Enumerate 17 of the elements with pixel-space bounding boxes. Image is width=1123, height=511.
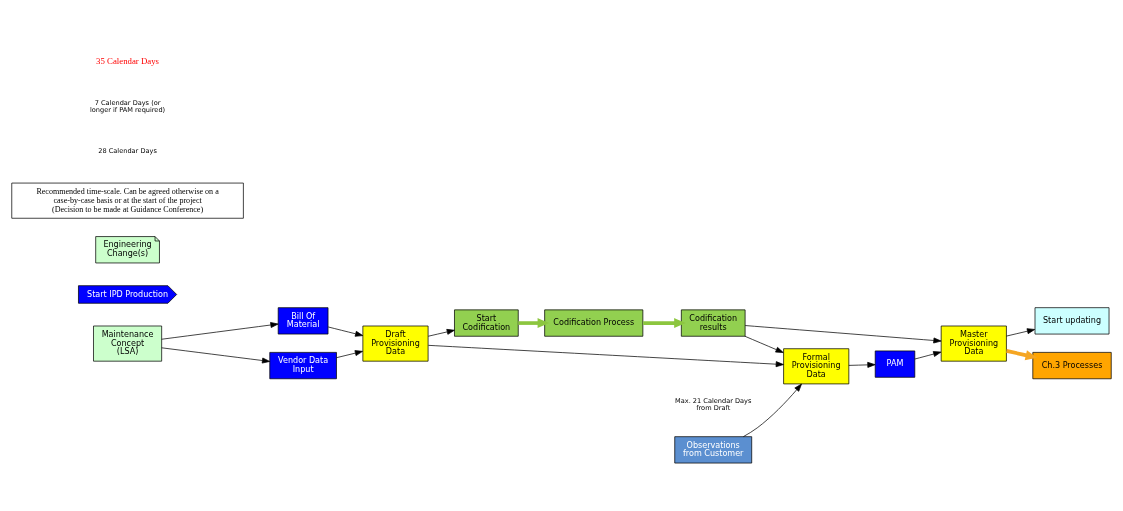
label: 35 Calendar Days [96,55,160,66]
arrow [848,361,876,368]
arrow [336,349,363,358]
arrow [161,346,271,363]
arrow [1006,327,1036,336]
arrow [914,350,942,359]
arrow [744,335,784,353]
arrow [743,383,802,437]
arrow [427,328,455,337]
arrow [327,326,364,337]
node-box: Recommended time-scale. Can be agreed otherwise on a case-by-case basis or at the start of the project (Decision to be made at Guidance Conference) [11,182,244,219]
arrow [161,321,279,340]
arrow [643,317,686,328]
arrow [518,317,550,328]
arrow [1006,348,1038,360]
arrow [428,344,784,367]
arrow [744,324,942,343]
